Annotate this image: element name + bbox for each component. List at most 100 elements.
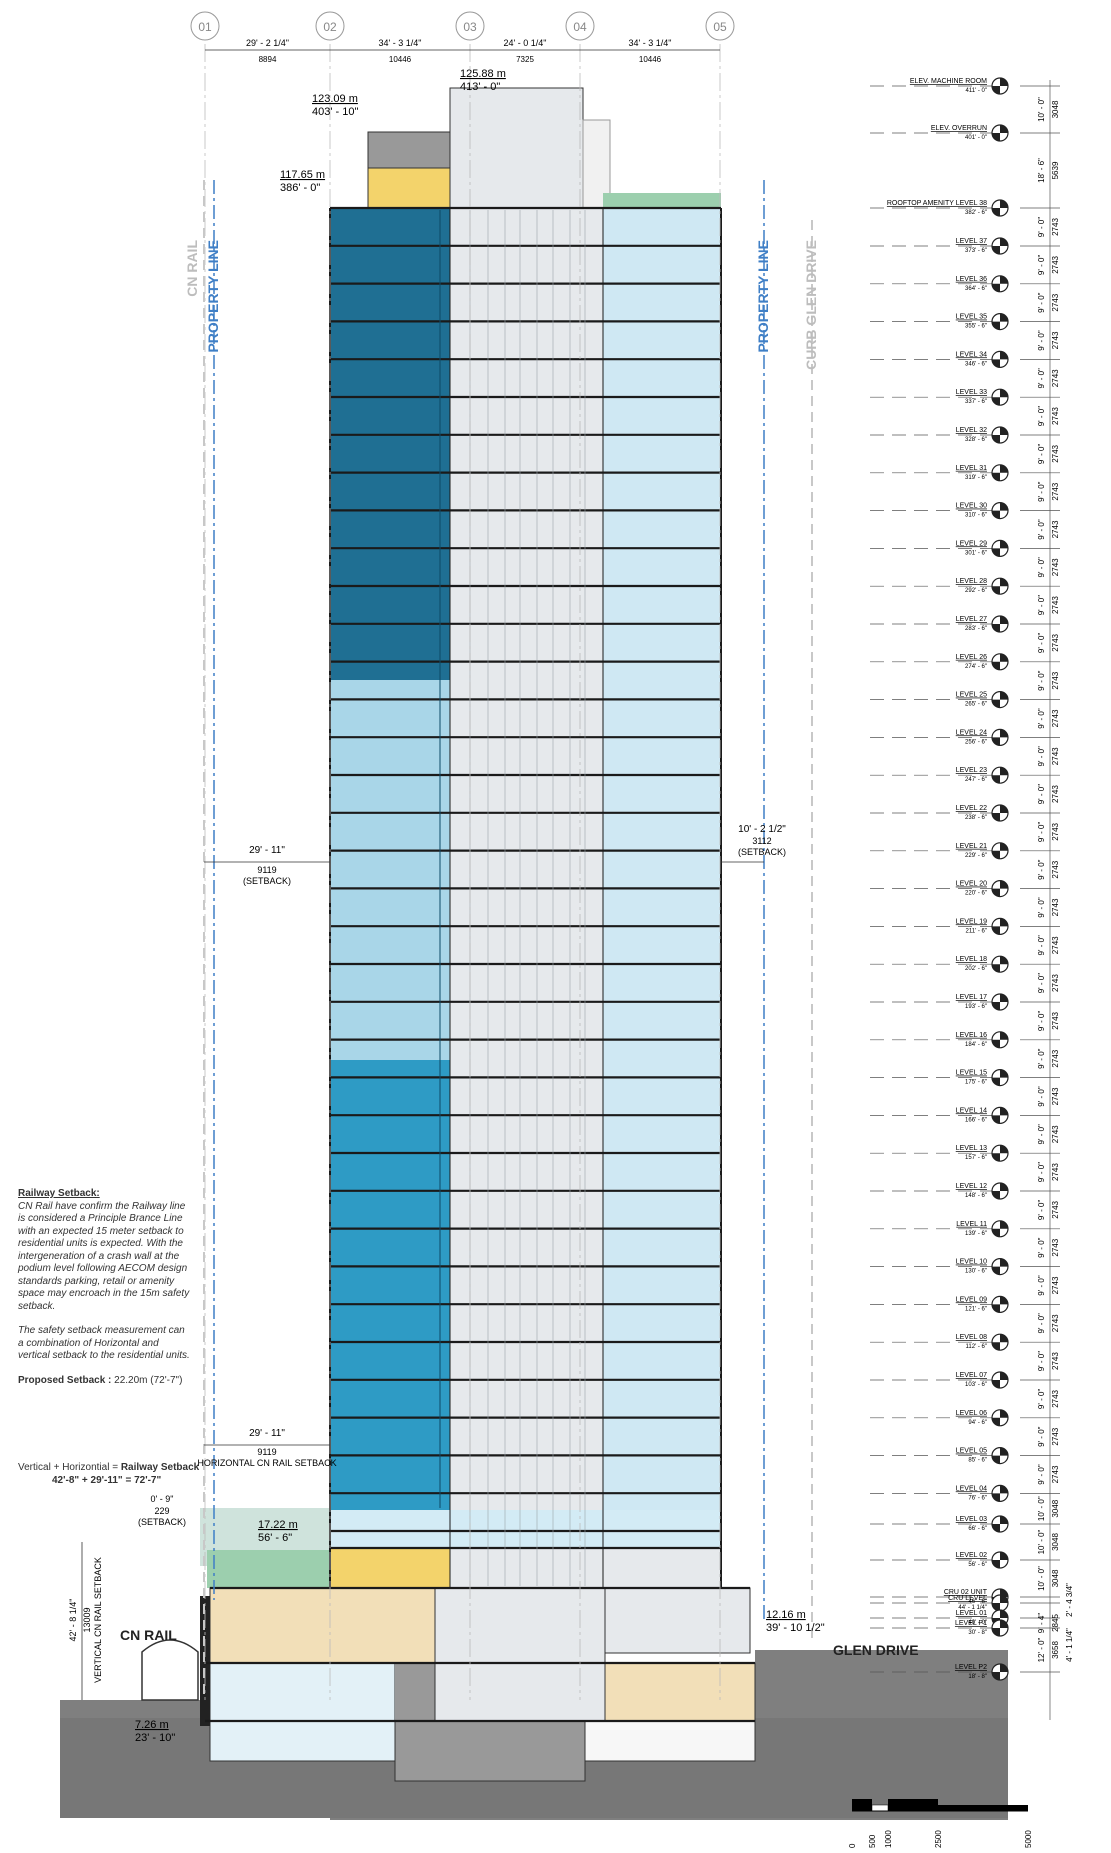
podium-core-base: [434, 1587, 606, 1664]
level-elevation: 292' - 6": [965, 588, 987, 594]
elev-podium-m: 17.22 m: [258, 1519, 298, 1531]
level-height-mm: 2743: [1051, 444, 1060, 462]
podium-east-base: [604, 1587, 751, 1654]
vertical-setback-dim: 42' - 8 1/4" 13009 VERTICAL CN RAIL SETB…: [68, 1542, 103, 1700]
penthouse-yellow: [367, 167, 451, 209]
level-target-icon: [991, 1295, 1009, 1314]
setback-pod-ft: 0' - 9": [151, 1494, 174, 1504]
level-height-ft: 9' - 0": [1037, 633, 1046, 654]
elev-117-ft: 386' - 0": [280, 182, 320, 194]
property-line-west-label: PROPERTY LINE: [205, 240, 221, 353]
property-line-east-label: PROPERTY LINE: [755, 240, 771, 353]
level-target-icon: [991, 1515, 1009, 1533]
podium-parking: [209, 1587, 436, 1664]
level-height-ft: 9' - 0": [1037, 1275, 1046, 1296]
elevator-core-top: [449, 87, 584, 209]
scale-bar-label: 2500: [934, 1830, 943, 1848]
level-height-mm: 2743: [1051, 520, 1060, 538]
setback-ul-ft: 29' - 11": [249, 845, 285, 856]
level-height-ft: 9' - 0": [1037, 670, 1046, 691]
level-elevation: 103' - 6": [965, 1382, 987, 1388]
level-elevation: 211' - 6": [965, 928, 987, 934]
level-height-mm: 2743: [1051, 709, 1060, 727]
level-height-ft: 9' - 0": [1037, 217, 1046, 238]
level-name: LEVEL 09: [956, 1296, 987, 1303]
level-height-ft: 9' - 0": [1037, 368, 1046, 389]
notes-paragraph-1: CN Rail have confirm the Railway line is…: [18, 1200, 190, 1312]
elev-117-m: 117.65 m: [280, 169, 325, 181]
level-elevation: 157' - 6": [965, 1155, 987, 1161]
level-height-ft: 10' - 0": [1037, 1566, 1046, 1591]
level-height-ft: 9' - 0": [1037, 255, 1046, 276]
level-height-ft: 9' - 0": [1037, 519, 1046, 540]
level-height-mm: 3048: [1051, 1569, 1060, 1587]
level-elevation: 44' - 1 1/4": [958, 1605, 987, 1611]
level-target-icon: [991, 1446, 1009, 1465]
level-name: LEVEL 16: [956, 1032, 987, 1039]
level-height-mm: 3048: [1051, 100, 1060, 118]
level-height-mm: 2743: [1051, 293, 1060, 311]
level-height-ft: 10' - 0": [1037, 1529, 1046, 1554]
level-name: LEVEL 11: [956, 1221, 987, 1228]
level-elevation: 193' - 6": [965, 1004, 987, 1010]
level-elevation: 56' - 6": [968, 1562, 987, 1568]
level-target-icon: [991, 1182, 1009, 1200]
level-name: LEVEL 35: [956, 314, 987, 321]
level-name: LEVEL 02: [956, 1552, 987, 1559]
level-elevation: 364' - 6": [965, 286, 987, 292]
level-height-ft: 9' - 0": [1037, 1124, 1046, 1145]
cn-rail-ground-label: CN RAIL: [120, 1627, 177, 1643]
elevation-tag-123: 123.09 m 403' - 10": [312, 93, 358, 118]
level-name: LEVEL 12: [956, 1183, 987, 1190]
level-height-mm: 2743: [1051, 1049, 1060, 1067]
podium-yellow: [330, 1548, 450, 1588]
penthouse-upper: [367, 131, 451, 169]
setback-pod-mm: 229: [154, 1506, 169, 1516]
level-elevation: 40' - 0": [968, 1620, 987, 1626]
level-target-icon: [991, 1619, 1009, 1637]
level-name: LEVEL P1: [955, 1620, 987, 1627]
elevation-tag-rail: 7.26 m 23' - 10": [135, 1719, 175, 1744]
level-height-mm: 3048: [1051, 1533, 1060, 1551]
level-target-icon: [991, 77, 1009, 95]
level-target-icon: [991, 879, 1009, 898]
level-name: LEVEL 15: [956, 1070, 987, 1077]
level-height-mm: 2743: [1051, 633, 1060, 651]
level-name: LEVEL 04: [956, 1485, 987, 1492]
level-height-ft: 9' - 0": [1037, 292, 1046, 313]
elev-glen-m: 12.16 m: [766, 1609, 806, 1621]
level-name: LEVEL 26: [956, 654, 987, 661]
cn-rail-side-label: CN RAIL: [184, 240, 200, 297]
level-elevation: 283' - 6": [965, 626, 987, 632]
level-elevation: 411' - 0": [965, 88, 987, 94]
formula-bold: Railway Setback: [120, 1462, 200, 1473]
tower-west-middle: [330, 680, 450, 1060]
level-elevation: 85' - 6": [968, 1458, 987, 1464]
notes-paragraph-2: The safety setback measurement can a com…: [18, 1325, 190, 1361]
level-elevation: 319' - 6": [965, 475, 987, 481]
level-target-icon: [991, 426, 1009, 444]
level-height-mm: 2743: [1051, 1200, 1060, 1218]
level-height-mm: 2743: [1051, 596, 1060, 614]
level-height-ft: 9' - 0": [1037, 1426, 1046, 1447]
setback-ur-ft: 10' - 2 1/2": [738, 824, 786, 835]
podium-core: [450, 1548, 603, 1588]
level-height-ft: 9' - 0": [1037, 973, 1046, 994]
podium-green: [207, 1550, 330, 1588]
level-p1-core: [434, 1662, 606, 1722]
level-height-mm: 2743: [1051, 558, 1060, 576]
level-elevation: 346' - 6": [965, 361, 987, 367]
level-height-mm: 2743: [1051, 785, 1060, 803]
level-height-mm: 2743: [1051, 1238, 1060, 1256]
level-target-icon: [991, 1551, 1009, 1569]
setback-upper-right: 10' - 2 1/2" 3112 (SETBACK): [721, 824, 786, 863]
level-target-icon: [991, 842, 1009, 860]
level-target-icon: [991, 993, 1009, 1011]
grid-bubble-04: [565, 11, 595, 41]
level-height-mm: 2743: [1051, 822, 1060, 840]
level-height-mm: 2743: [1051, 218, 1060, 236]
level-height-mm: 2743: [1051, 1427, 1060, 1445]
level-name: LEVEL 07: [956, 1372, 987, 1379]
level-height-mm: 2743: [1051, 407, 1060, 425]
